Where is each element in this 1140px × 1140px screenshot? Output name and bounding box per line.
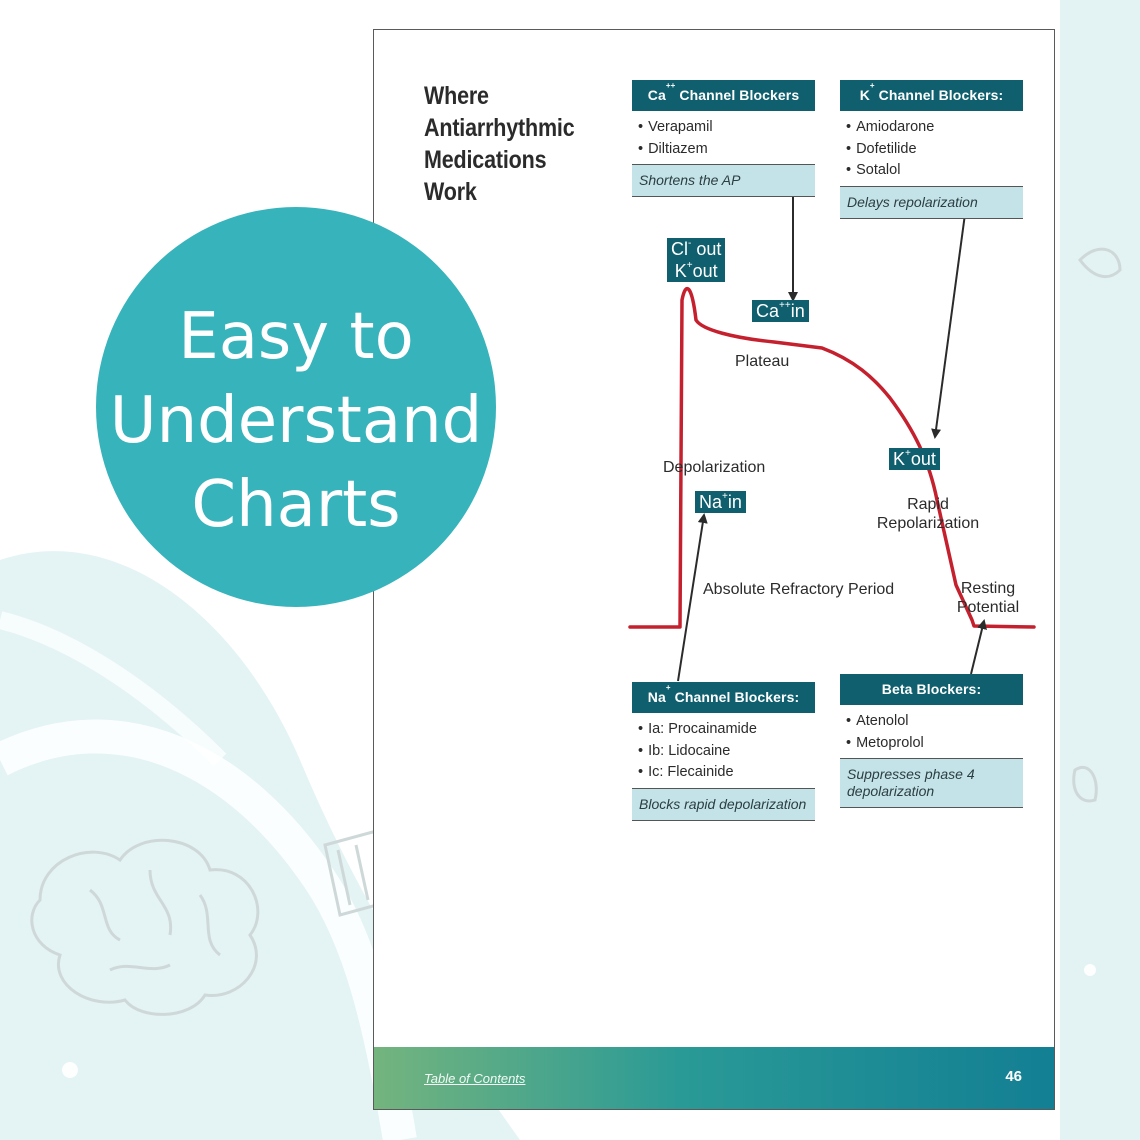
k-channel-blockers-title: K+ Channel Blockers: — [840, 80, 1023, 111]
beta-blockers-title: Beta Blockers: — [840, 674, 1023, 705]
beta-blockers-box: Beta Blockers: Atenolol Metoprolol Suppr… — [840, 674, 1023, 808]
list-item: Diltiazem — [638, 139, 815, 161]
resting-potential-label: Resting Potential — [956, 580, 1020, 616]
promo-text: Easy to Understand Charts — [109, 300, 483, 542]
list-item: Verapamil — [638, 117, 815, 139]
ca-channel-blockers-list: Verapamil Diltiazem — [632, 111, 815, 164]
depolarization-label: Depolarization — [663, 459, 766, 476]
plateau-label: Plateau — [735, 353, 790, 370]
na-channel-blockers-box: Na+ Channel Blockers: Ia: Procainamide I… — [632, 682, 815, 821]
k-channel-blockers-note: Delays repolarization — [840, 185, 1023, 219]
list-item: Atenolol — [846, 711, 1023, 733]
ca-channel-blockers-box: Ca++ Channel Blockers Verapamil Diltiaze… — [632, 80, 815, 197]
beta-blockers-list: Atenolol Metoprolol — [840, 705, 1023, 758]
na-channel-blockers-title: Na+ Channel Blockers: — [632, 682, 815, 713]
k-channel-blockers-list: Amiodarone Dofetilide Sotalol — [840, 111, 1023, 186]
page-number: 46 — [1005, 1068, 1022, 1085]
action-potential-curve — [628, 286, 1036, 629]
list-item: Amiodarone — [846, 117, 1023, 139]
sprout-icon — [1072, 247, 1122, 803]
promo-badge: Easy to Understand Charts — [96, 207, 496, 607]
na-channel-blockers-list: Ia: Procainamide Ib: Lidocaine Ic: Fleca… — [632, 713, 815, 788]
rapid-repolarization-label: Rapid Repolarization — [876, 496, 980, 532]
na-channel-blockers-note: Blocks rapid depolarization — [632, 787, 815, 821]
k-out-label: K+out — [889, 448, 940, 470]
page-footer: Table of Contents 46 — [374, 1047, 1054, 1109]
document-page: Where Antiarrhythmic Medications Work Ca… — [373, 29, 1055, 1110]
list-item: Metoprolol — [846, 733, 1023, 755]
k-blocker-arrow — [931, 213, 966, 439]
list-item: Sotalol — [846, 160, 1023, 182]
k-channel-blockers-box: K+ Channel Blockers: Amiodarone Dofetili… — [840, 80, 1023, 219]
page-title: Where Antiarrhythmic Medications Work — [424, 82, 575, 206]
ca-channel-blockers-note: Shortens the AP — [632, 164, 815, 197]
na-in-label: Na+in — [695, 491, 746, 513]
beta-blocker-arrow — [970, 619, 987, 675]
brain-icon — [30, 838, 260, 1016]
table-of-contents-link[interactable]: Table of Contents — [424, 1071, 526, 1086]
absolute-refractory-period-label: Absolute Refractory Period — [703, 581, 895, 598]
list-item: Ia: Procainamide — [638, 719, 815, 741]
list-item: Dofetilide — [846, 139, 1023, 161]
list-item: Ib: Lidocaine — [638, 741, 815, 763]
na-blocker-arrow — [677, 513, 708, 682]
beta-blockers-note: Suppresses phase 4 depolarization — [840, 758, 1023, 808]
ca-in-label: Ca++in — [752, 300, 809, 322]
ca-channel-blockers-title: Ca++ Channel Blockers — [632, 80, 815, 111]
list-item: Ic: Flecainide — [638, 762, 815, 784]
cl-k-out-label: Cl- out K+out — [667, 238, 726, 282]
